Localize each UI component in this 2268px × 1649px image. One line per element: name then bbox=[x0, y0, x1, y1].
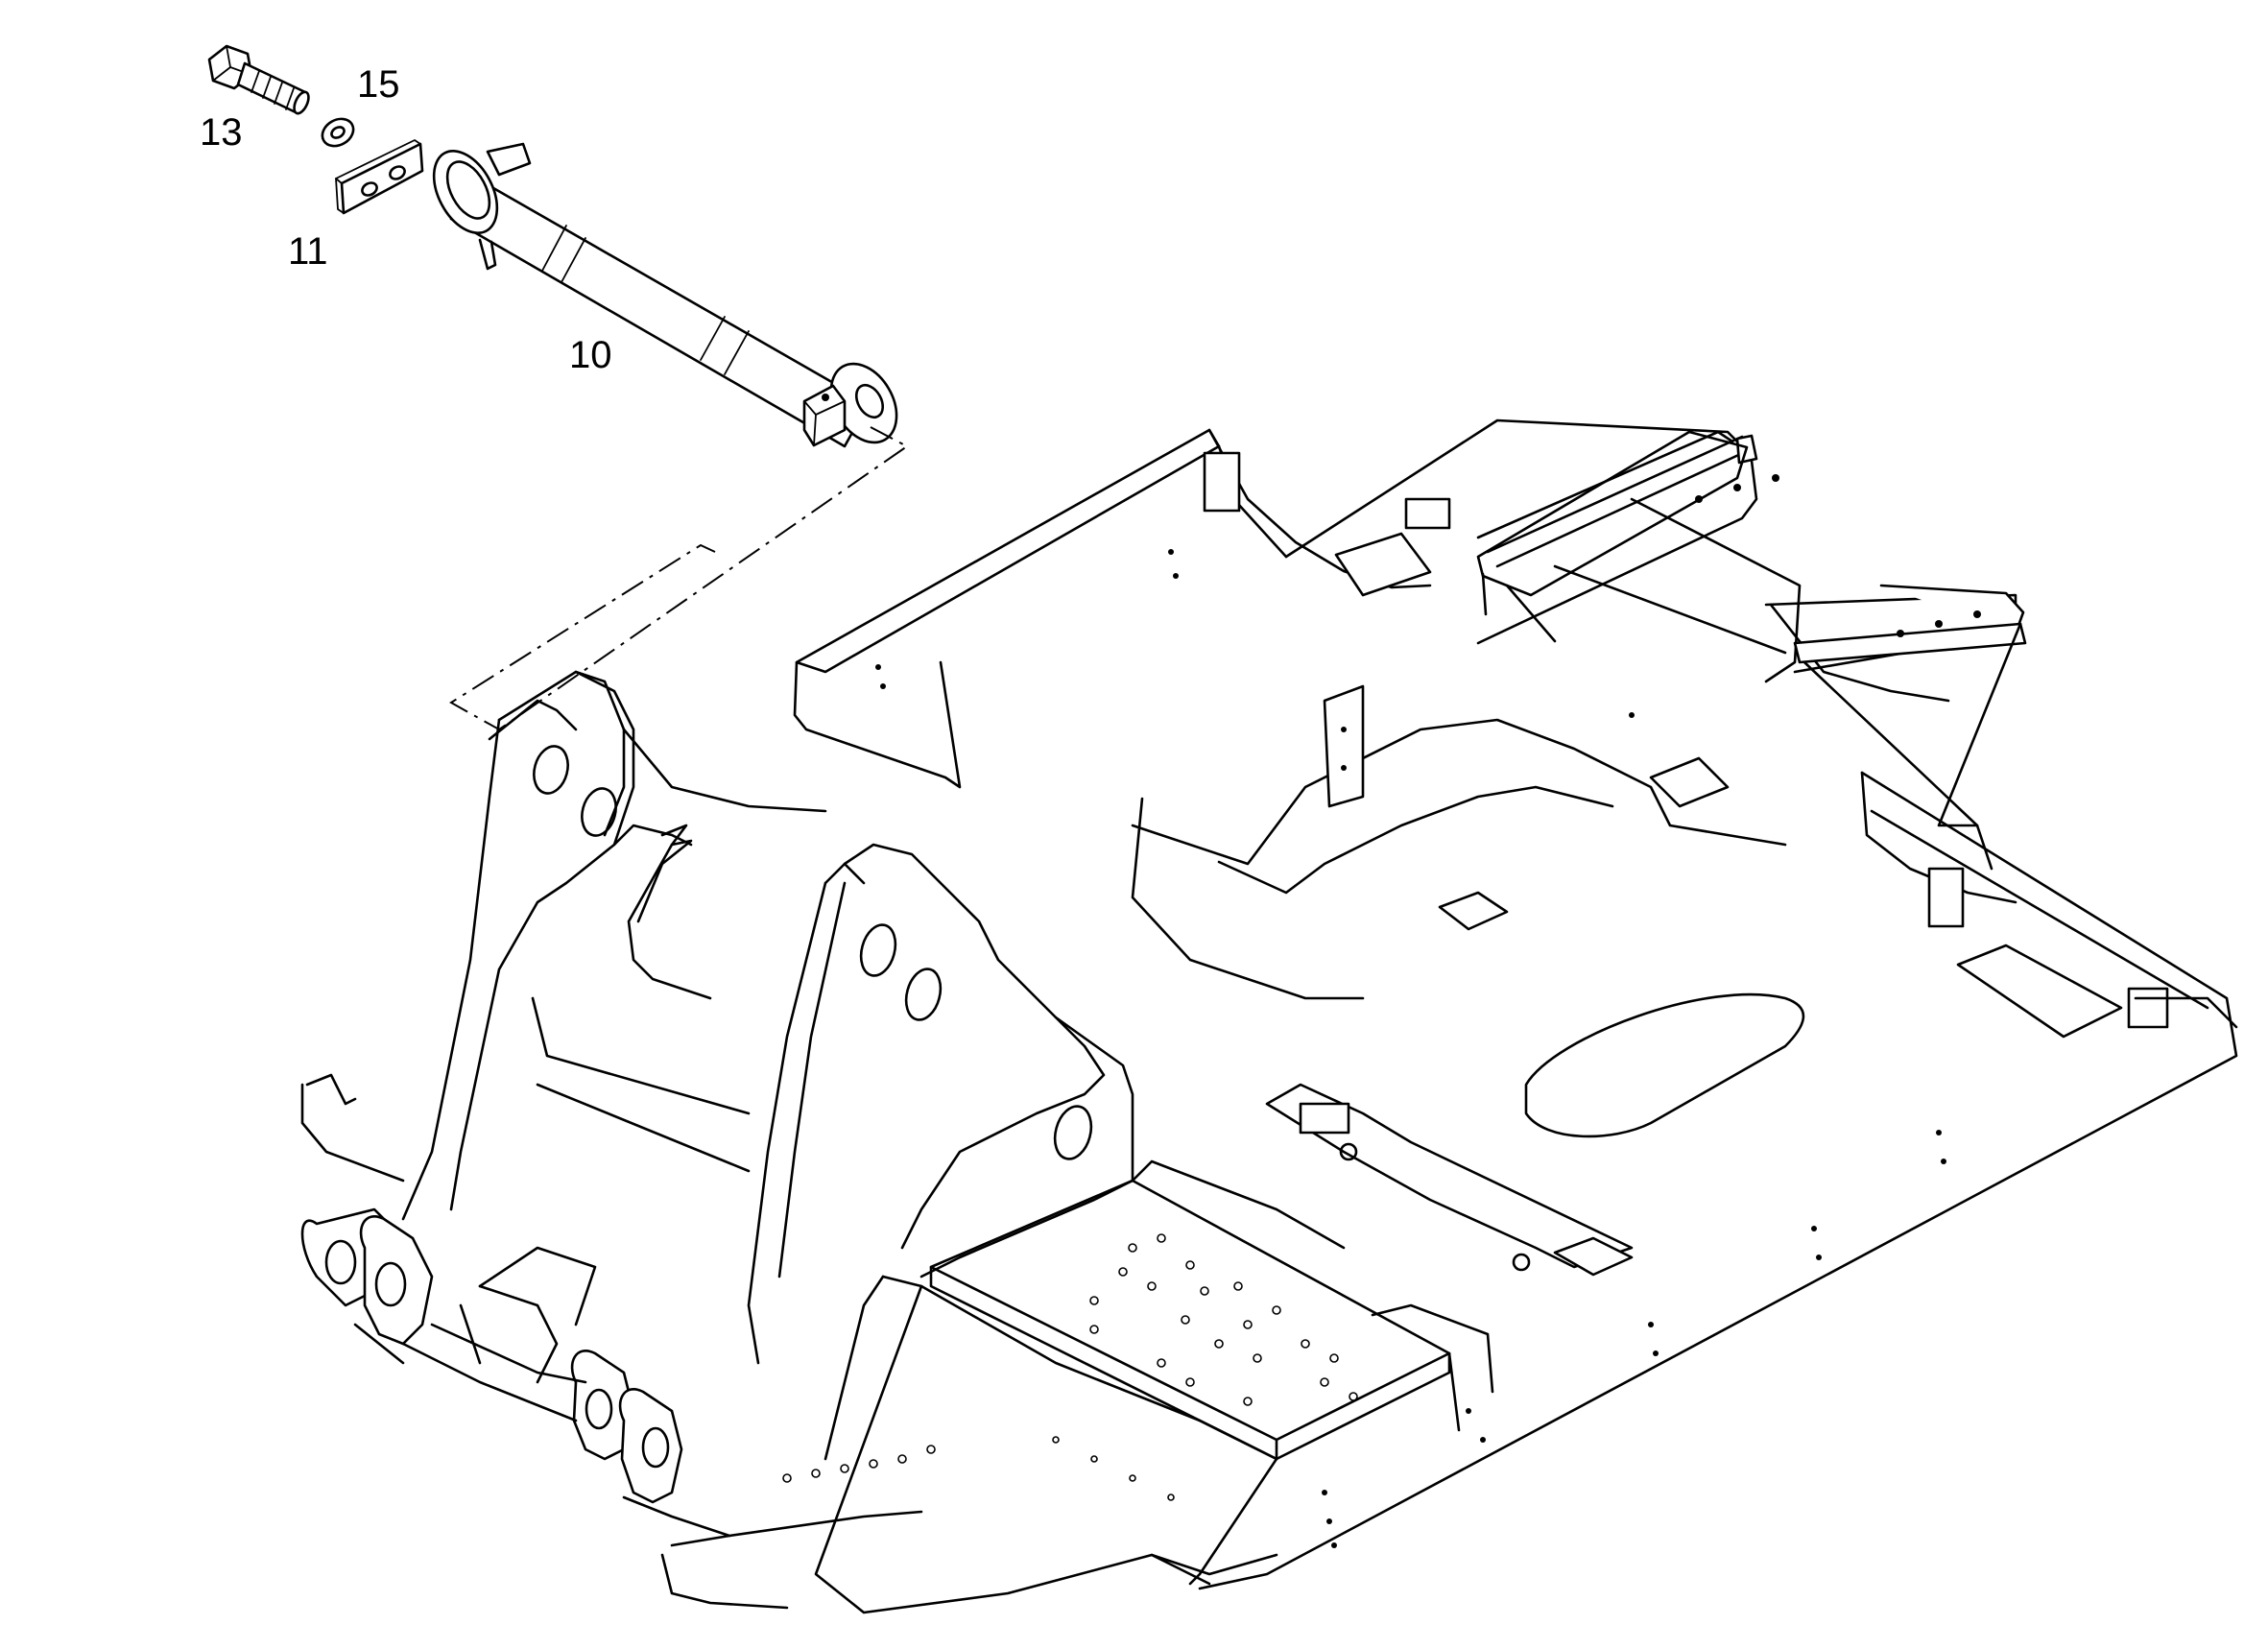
part-11-lock-plate bbox=[335, 139, 424, 215]
callout-10: 10 bbox=[569, 334, 612, 376]
callout-15: 15 bbox=[357, 63, 400, 106]
callout-13: 13 bbox=[200, 111, 243, 154]
part-15-washer bbox=[321, 117, 355, 148]
step-plate-holes bbox=[1089, 1233, 1358, 1406]
callout-11: 11 bbox=[288, 230, 328, 273]
assembly-centerline bbox=[449, 426, 909, 731]
part-13-bolt bbox=[207, 44, 310, 115]
frame-holes bbox=[782, 474, 1981, 1548]
part-10-pivot-pin bbox=[432, 142, 898, 448]
main-frame bbox=[300, 418, 2238, 1614]
